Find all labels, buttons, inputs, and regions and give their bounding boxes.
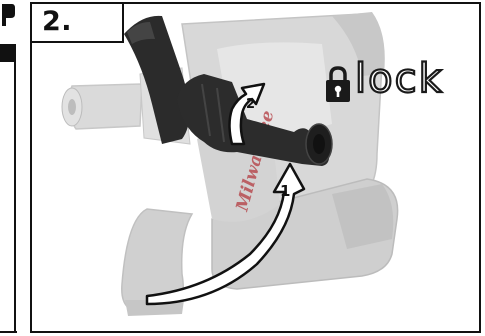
hammer-drill-illustration: Milwaukee 1 2 bbox=[61, 12, 399, 316]
previous-page-panel bbox=[0, 0, 17, 336]
arrow-2: 2 bbox=[228, 82, 266, 146]
step-number-box: 2. bbox=[32, 4, 124, 43]
padlock-icon bbox=[326, 66, 350, 102]
side-handle bbox=[177, 74, 333, 166]
arrow-1-label: 1 bbox=[280, 182, 290, 200]
previous-step-tab bbox=[0, 0, 16, 64]
arrow-2-label: 2 bbox=[246, 97, 255, 112]
step-number: 2. bbox=[42, 6, 73, 37]
lock-label: lock bbox=[354, 56, 444, 102]
previous-panel-border bbox=[14, 60, 16, 333]
side-handle-collar bbox=[124, 15, 190, 145]
instruction-panel: Milwaukee 1 2 bbox=[30, 2, 481, 333]
previous-panel-bottom-border bbox=[0, 331, 17, 333]
arrow-1: 1 bbox=[145, 162, 306, 306]
